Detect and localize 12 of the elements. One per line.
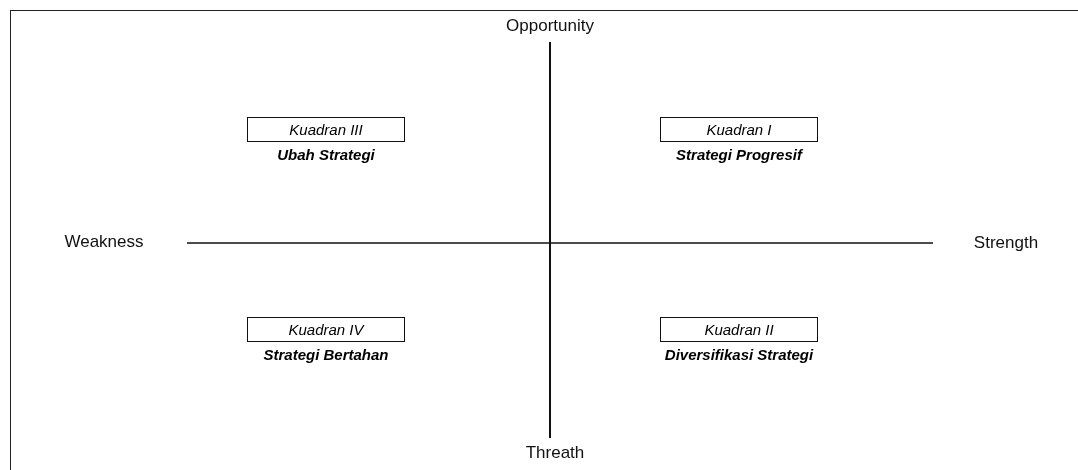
axis-label: Threath bbox=[525, 443, 585, 463]
strategy-label: Strategi Progresif bbox=[675, 146, 804, 163]
axis-label: Opportunity bbox=[506, 16, 594, 36]
quadrant-box: Kuadran III bbox=[247, 117, 405, 142]
strategy-label: Strategi Bertahan bbox=[262, 346, 390, 363]
quadrant-box: Kuadran IV bbox=[247, 317, 405, 342]
quadrant-box: Kuadran II bbox=[660, 317, 818, 342]
axis-label: Weakness bbox=[64, 232, 144, 252]
strategy-label: Ubah Strategi bbox=[276, 146, 376, 163]
quadrant-box: Kuadran I bbox=[660, 117, 818, 142]
axis-label: Strength bbox=[973, 233, 1039, 253]
strategy-label: Diversifikasi Strategi bbox=[663, 346, 815, 363]
